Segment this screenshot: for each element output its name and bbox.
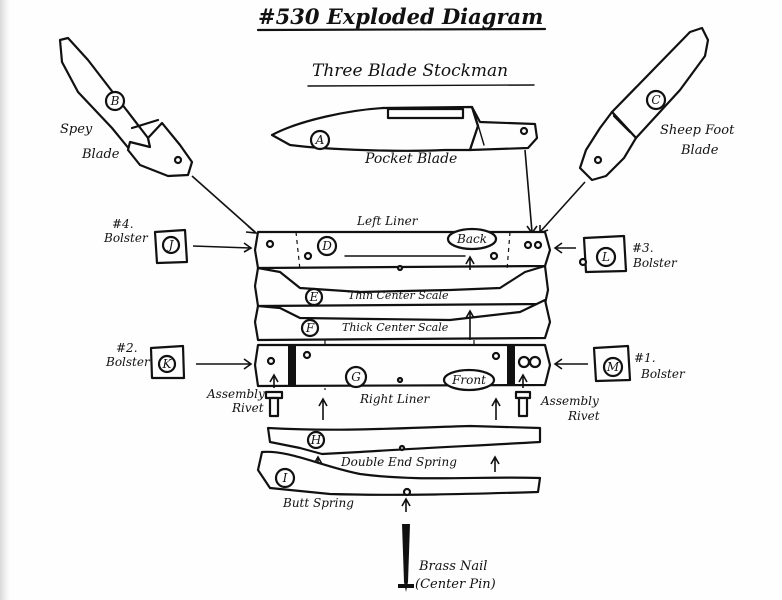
title-underline xyxy=(256,27,547,32)
butt-spring-label: Butt Spring xyxy=(282,496,354,510)
diagram-title: #530 Exploded Diagram xyxy=(258,4,543,29)
bolster-1: M xyxy=(592,344,632,383)
bolster-1-label-2: Bolster xyxy=(640,367,686,381)
right-liner-letter: G xyxy=(351,370,361,384)
butt-spring-letter: I xyxy=(282,471,288,485)
sheep-foot-blade: C xyxy=(578,26,710,182)
bolster-4-label-1: #4. xyxy=(112,217,134,231)
right-liner-tag: Front xyxy=(451,373,486,387)
bolster-1-arrow xyxy=(553,358,588,370)
bolster-2-letter: K xyxy=(162,357,173,371)
bolster-1-letter: M xyxy=(606,360,620,374)
thick-center-scale-letter: F xyxy=(305,321,315,335)
double-end-spring-label: Double End Spring xyxy=(340,455,457,469)
right-rivet-label-1: Assembly xyxy=(540,394,599,408)
spey-blade-label-2: Blade xyxy=(81,147,120,162)
bolster-4-letter: J xyxy=(166,238,175,252)
bolster-4-label-2: Bolster xyxy=(103,231,149,245)
double-end-spring: H xyxy=(266,424,542,456)
right-liner: G Front xyxy=(253,343,552,392)
left-liner-tag: Back xyxy=(456,232,487,246)
spey-blade: B xyxy=(58,36,194,178)
pocket-blade-label: Pocket Blade xyxy=(364,151,457,167)
pocket-blade-arrow xyxy=(524,149,533,233)
brass-nail-label-1: Brass Nail xyxy=(418,559,487,574)
sheep-foot-blade-arrow xyxy=(539,181,586,233)
pocket-blade: A xyxy=(270,105,539,152)
thick-center-scale: F xyxy=(253,298,552,342)
bolster-2-label-1: #2. xyxy=(116,341,138,355)
bolster-3-letter: L xyxy=(601,250,610,264)
spey-blade-letter: B xyxy=(110,94,120,108)
left-rivet-label-1: Assembly xyxy=(206,387,265,401)
thin-center-scale-label: Thin Center Scale xyxy=(348,289,449,302)
left-assembly-rivet xyxy=(264,390,284,418)
brass-nail xyxy=(398,497,414,592)
diagram-subtitle: Three Blade Stockman xyxy=(312,61,508,81)
bolster-4: J xyxy=(153,228,189,265)
bolster-3-label-1: #3. xyxy=(632,241,654,255)
left-liner-label: Left Liner xyxy=(356,214,419,228)
right-rivet-label-2: Rivet xyxy=(567,409,600,423)
spey-blade-arrow xyxy=(191,175,256,233)
butt-spring: I xyxy=(256,450,542,497)
right-liner-label: Right Liner xyxy=(359,392,431,406)
bolster-2-label-2: Bolster xyxy=(105,355,151,369)
left-liner-letter: D xyxy=(321,239,332,253)
double-end-spring-letter: H xyxy=(310,433,322,447)
bolster-4-arrow xyxy=(192,242,253,253)
left-liner: D Back xyxy=(253,227,552,272)
right-assembly-rivet xyxy=(514,390,532,418)
bolster-2: K xyxy=(149,344,186,380)
sheep-foot-blade-label-1: Sheep Foot xyxy=(660,123,735,138)
sheep-foot-blade-letter: C xyxy=(651,93,660,107)
thick-center-scale-label: Thick Center Scale xyxy=(342,321,449,334)
left-rivet-label-2: Rivet xyxy=(231,401,264,415)
bolster-2-arrow xyxy=(196,358,253,370)
subtitle-underline xyxy=(307,84,535,87)
bolster-3-arrow xyxy=(553,242,576,254)
brass-nail-label-2: (Center Pin) xyxy=(415,577,496,592)
scan-edge-shadow xyxy=(0,0,10,600)
spey-blade-label-1: Spey xyxy=(60,122,93,137)
thin-center-scale-letter: E xyxy=(309,290,319,304)
bolster-3: L xyxy=(578,234,628,274)
pocket-blade-letter: A xyxy=(315,133,325,147)
bolster-1-label-1: #1. xyxy=(634,351,656,365)
sheep-foot-blade-label-2: Blade xyxy=(680,143,719,158)
bolster-3-label-2: Bolster xyxy=(632,256,678,270)
